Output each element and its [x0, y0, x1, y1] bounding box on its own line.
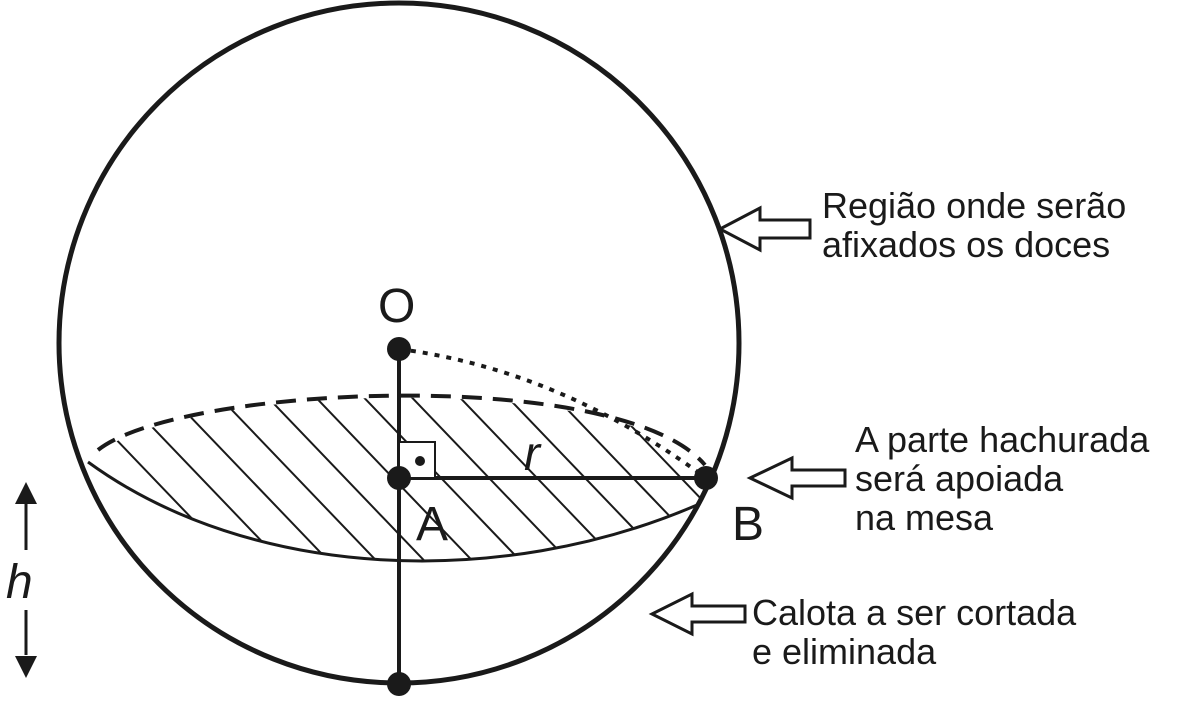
point-bottom	[387, 672, 411, 696]
label-o: O	[378, 280, 415, 333]
region-label-line-1: Região onde serão	[822, 185, 1126, 226]
radius-ob	[398, 347, 708, 480]
arrow-hatched-icon	[746, 455, 847, 501]
right-angle-dot	[415, 456, 425, 466]
label-r: r	[524, 428, 542, 481]
arrow-cap-icon	[648, 591, 747, 637]
hatch-line	[135, 397, 367, 561]
cap-label-line-2: e eliminada	[752, 631, 937, 672]
hatched-label-line-2: será apoiada	[855, 458, 1064, 499]
label-b: B	[732, 498, 764, 551]
cut-ellipse-front	[87, 460, 698, 563]
point-o	[387, 337, 411, 361]
arrow-region-icon	[716, 205, 812, 253]
hatch-line	[88, 397, 319, 561]
point-a	[387, 466, 411, 490]
label-h: h	[6, 556, 33, 609]
height-arrow	[15, 482, 37, 678]
hatched-label-line-1: A parte hachurada	[855, 419, 1150, 460]
hatched-label-line-3: na mesa	[855, 497, 994, 538]
region-label-line-2: afixados os doces	[822, 224, 1110, 265]
point-b	[694, 466, 718, 490]
hatch-line	[88, 397, 271, 561]
label-a: A	[416, 498, 448, 551]
cap-label-line-1: Calota a ser cortada	[752, 592, 1077, 633]
